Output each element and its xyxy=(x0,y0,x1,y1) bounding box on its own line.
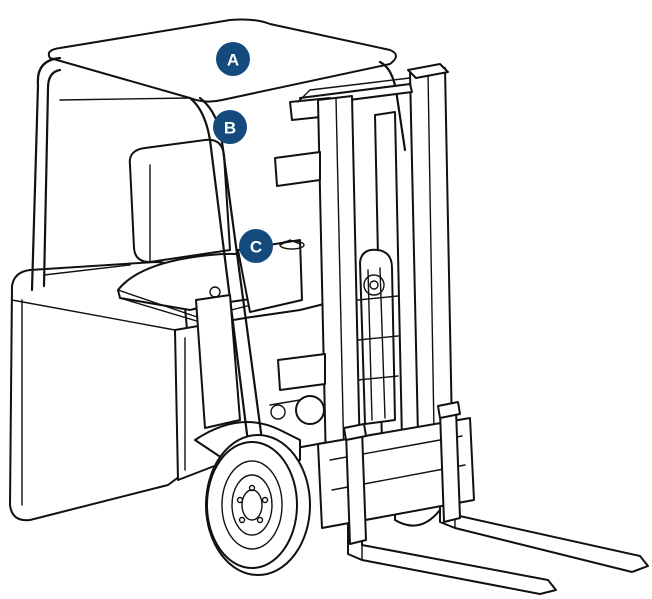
marker-b: B xyxy=(213,110,247,144)
marker-a: A xyxy=(216,42,250,76)
marker-a-label: A xyxy=(227,51,239,70)
marker-c-label: C xyxy=(250,238,262,257)
right-fork-shank xyxy=(439,409,461,523)
front-wheel xyxy=(205,434,311,576)
seat-back xyxy=(128,138,231,263)
left-fork-shank xyxy=(345,429,367,545)
marker-b-label: B xyxy=(224,119,236,138)
marker-c: C xyxy=(239,229,273,263)
mast-right-top xyxy=(407,63,449,79)
marker-b-circle xyxy=(213,110,247,144)
headlight xyxy=(295,395,325,425)
marker-c-circle xyxy=(239,229,273,263)
lift-chain xyxy=(357,248,399,425)
fork-carriage xyxy=(317,401,475,545)
marker-a-circle xyxy=(216,42,250,76)
guard-front-left-post xyxy=(188,96,250,444)
hydraulic-levers xyxy=(195,294,241,429)
mast-left-rail xyxy=(317,95,361,467)
guard-rear-post xyxy=(30,56,62,292)
